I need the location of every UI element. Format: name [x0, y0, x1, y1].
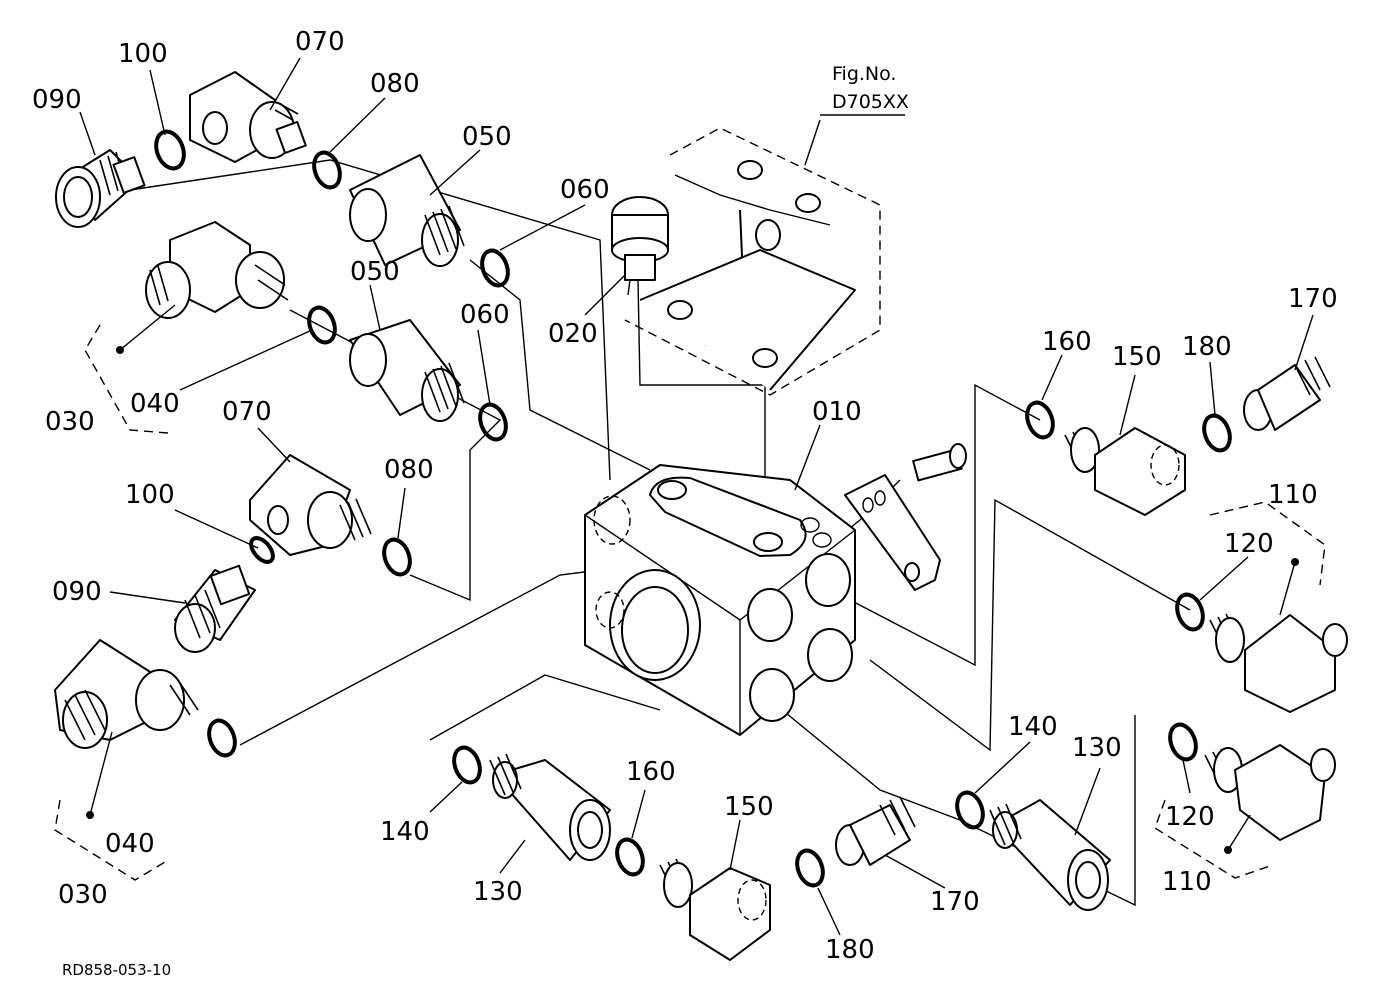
callout-labels: Fig.No. D705XX RD858-053-10 010 020 030 … — [32, 27, 1338, 979]
fitting-090-top — [55, 149, 146, 228]
callout-170: 170 — [930, 887, 980, 917]
fig-ref-number: D705XX — [832, 91, 909, 113]
drawing-code: RD858-053-10 — [62, 961, 171, 979]
fitting-170-bottom — [835, 796, 916, 866]
callout-010: 010 — [812, 397, 862, 427]
bracket-110-upper — [1209, 501, 1326, 586]
fitting-090-mid — [174, 564, 256, 653]
adapter-130-right — [989, 799, 1111, 911]
callout-090: 090 — [32, 85, 82, 115]
oring-160-right — [1025, 400, 1055, 440]
plug-020 — [611, 196, 669, 296]
oring-060-top — [480, 248, 510, 288]
bracket-030-top — [84, 324, 169, 434]
bracket-030-bottom — [54, 799, 166, 881]
callout-080: 080 — [370, 69, 420, 99]
callout-100: 100 — [118, 39, 168, 69]
callout-020: 020 — [548, 319, 598, 349]
callout-110: 110 — [1162, 867, 1212, 897]
oring-180-right — [1202, 413, 1232, 453]
callout-050: 050 — [462, 122, 512, 152]
callout-110: 110 — [1268, 480, 1318, 510]
adapter-050-top — [349, 154, 465, 267]
callout-140: 140 — [380, 817, 430, 847]
oring-120-lower — [1168, 722, 1198, 762]
valve-block-010 — [584, 464, 856, 736]
elbow-150-bottom — [659, 858, 771, 961]
oring-080-mid — [382, 537, 412, 577]
elbow-070-mid — [249, 454, 372, 556]
callout-170: 170 — [1288, 284, 1338, 314]
plate-and-bolt — [844, 443, 967, 591]
oring-140-right — [955, 790, 985, 830]
elbow-030-top — [145, 221, 289, 319]
callout-060: 060 — [560, 175, 610, 205]
callout-120: 120 — [1224, 529, 1274, 559]
callout-150: 150 — [1112, 342, 1162, 372]
oring-040-top — [307, 305, 337, 345]
callout-180: 180 — [1182, 332, 1232, 362]
callout-080: 080 — [384, 455, 434, 485]
callout-070: 070 — [295, 27, 345, 57]
callout-130: 130 — [473, 877, 523, 907]
mounting-bracket — [624, 127, 881, 396]
callout-160: 160 — [1042, 327, 1092, 357]
callout-070: 070 — [222, 397, 272, 427]
callout-050: 050 — [350, 257, 400, 287]
adapter-050-mid — [349, 319, 465, 422]
callout-030: 030 — [58, 880, 108, 910]
callout-130: 130 — [1072, 733, 1122, 763]
oring-140-bottom — [452, 745, 482, 785]
callout-090: 090 — [52, 577, 102, 607]
callout-040: 040 — [130, 389, 180, 419]
callout-030: 030 — [45, 407, 95, 437]
fitting-170-right — [1243, 356, 1331, 431]
fig-ref-title: Fig.No. — [832, 63, 896, 85]
callout-060: 060 — [460, 300, 510, 330]
elbow-110-lower — [1204, 744, 1336, 841]
callout-140: 140 — [1008, 712, 1058, 742]
leader-lines — [79, 57, 1314, 936]
elbow-070-top — [189, 71, 307, 163]
callout-180: 180 — [825, 935, 875, 965]
oring-060-mid — [478, 402, 508, 442]
bracket-110-lower — [1154, 799, 1271, 879]
oring-040-bottom — [207, 718, 237, 758]
elbow-030-bottom — [54, 639, 199, 749]
elbow-150-right — [1064, 427, 1186, 516]
oring-160-bottom — [615, 837, 645, 877]
oring-180-bottom — [795, 848, 825, 888]
oring-120-upper — [1175, 592, 1205, 632]
elbow-110-upper — [1209, 613, 1348, 713]
oring-100-mid — [249, 536, 275, 564]
oring-080-top — [312, 150, 342, 190]
callout-120: 120 — [1165, 802, 1215, 832]
oring-100-top — [154, 129, 186, 171]
callout-160: 160 — [626, 757, 676, 787]
callout-150: 150 — [724, 792, 774, 822]
callout-100: 100 — [125, 480, 175, 510]
callout-040: 040 — [105, 829, 155, 859]
adapter-130-bottom — [489, 753, 611, 861]
